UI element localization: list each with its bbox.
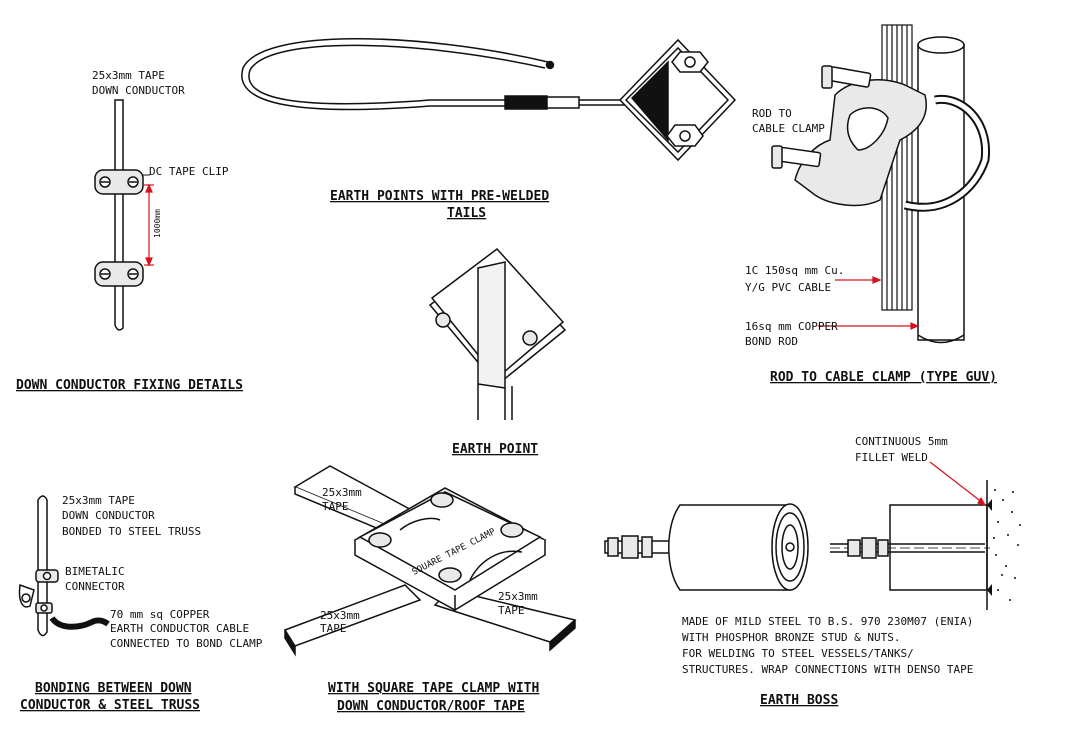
bonding-tape-line2: DOWN CONDUCTOR bbox=[62, 509, 155, 522]
earth-point-title: EARTH POINT bbox=[452, 442, 538, 457]
tape-left-line1: 25x3mm bbox=[320, 609, 360, 622]
clamp-label-line1: ROD TO bbox=[752, 107, 792, 120]
dc-tape-clip-lower bbox=[94, 261, 144, 287]
crimp-sleeve bbox=[504, 95, 625, 110]
earth-points-tails-detail: EARTH POINTS WITH PRE-WELDED TAILS bbox=[241, 38, 737, 221]
boss-note-line2: WITH PHOSPHOR BRONZE STUD & NUTS. bbox=[682, 631, 901, 644]
earth-point-plate-tails bbox=[618, 38, 737, 162]
dimension-line bbox=[144, 183, 154, 267]
clamp-body bbox=[794, 79, 991, 212]
tails-title-line1: EARTH POINTS WITH PRE-WELDED bbox=[330, 189, 549, 204]
tape-right-line2: TAPE bbox=[498, 604, 525, 617]
earth-point-plate bbox=[428, 247, 567, 389]
dimension-label: 1000mm bbox=[153, 209, 162, 238]
bonding-detail: 25x3mm TAPE DOWN CONDUCTOR BONDED TO STE… bbox=[18, 494, 263, 713]
down-conductor-title: DOWN CONDUCTOR FIXING DETAILS bbox=[16, 378, 243, 393]
rod-label-line1: 16sq mm COPPER bbox=[745, 320, 838, 333]
clip-label: DC TAPE CLIP bbox=[149, 165, 229, 178]
boss-note-line1: MADE OF MILD STEEL TO B.S. 970 230M07 (E… bbox=[682, 615, 973, 628]
bond-rod bbox=[917, 36, 965, 344]
bonding-tape-line3: BONDED TO STEEL TRUSS bbox=[62, 525, 201, 538]
tape-top-line2: TAPE bbox=[322, 500, 349, 513]
rod-clamp-detail: ROD TO CABLE CLAMP 1C 150sq mm Cu. Y/G P… bbox=[745, 24, 997, 385]
clamp-bolts bbox=[771, 65, 872, 169]
boss-note-line4: STRUCTURES. WRAP CONNECTIONS WITH DENSO … bbox=[682, 663, 973, 676]
tape-top-line1: 25x3mm bbox=[322, 486, 362, 499]
earth-point-detail: EARTH POINT bbox=[428, 247, 567, 457]
square-clamp-detail: SQUARE TAPE CLAMP 25x3mm TAPE 25x3mm TAP… bbox=[283, 465, 577, 714]
square-clamp-title-line1: WITH SQUARE TAPE CLAMP WITH bbox=[328, 681, 539, 696]
steel-wall bbox=[986, 480, 1021, 610]
down-conductor-detail: 1000mm 25x3mm TAPE DOWN CONDUCTOR DC TAP… bbox=[16, 69, 243, 393]
bimetalic-connector bbox=[18, 569, 59, 614]
dc-tape-clip-upper bbox=[94, 169, 144, 195]
square-clamp-title-line2: DOWN CONDUCTOR/ROOF TAPE bbox=[337, 699, 525, 714]
tape-strip bbox=[114, 99, 124, 331]
copper-cable bbox=[49, 616, 110, 630]
boss-section bbox=[830, 504, 990, 591]
tape-right-line1: 25x3mm bbox=[498, 590, 538, 603]
rod-label-line2: BOND ROD bbox=[745, 335, 798, 348]
cable-label-line1: 1C 150sq mm Cu. bbox=[745, 264, 844, 277]
cable-loop bbox=[241, 38, 555, 111]
tape-label-line1: 25x3mm TAPE bbox=[92, 69, 165, 82]
bond-cable-line2: EARTH CONDUCTOR CABLE bbox=[110, 622, 249, 635]
cable-label-line2: Y/G PVC CABLE bbox=[745, 281, 831, 294]
earth-boss-detail: CONTINUOUS 5mm FILLET WELD MADE OF MILD … bbox=[604, 435, 1021, 708]
tape-label-line2: DOWN CONDUCTOR bbox=[92, 84, 185, 97]
bonding-title-line1: BONDING BETWEEN DOWN bbox=[35, 681, 192, 696]
boss-cylinder bbox=[668, 503, 809, 591]
rod-clamp-title: ROD TO CABLE CLAMP (TYPE GUV) bbox=[770, 370, 997, 385]
leader-arrows bbox=[818, 276, 920, 330]
weld-leader bbox=[929, 461, 987, 506]
boss-stud-side bbox=[604, 535, 671, 559]
bond-cable-line1: 70 mm sq COPPER bbox=[110, 608, 210, 621]
tails-title-line2: TAILS bbox=[447, 206, 486, 221]
clamp-label-line2: CABLE CLAMP bbox=[752, 122, 825, 135]
weld-label-line1: CONTINUOUS 5mm bbox=[855, 435, 948, 448]
bond-cable-line3: CONNECTED TO BOND CLAMP bbox=[110, 637, 263, 650]
weld-label-line2: FILLET WELD bbox=[855, 451, 928, 464]
earth-point-tape bbox=[477, 384, 513, 420]
bimetal-label-line2: CONNECTOR bbox=[65, 580, 125, 593]
bonding-tape bbox=[37, 495, 48, 637]
square-tape-clamp bbox=[353, 487, 547, 611]
bonding-title-line2: CONDUCTOR & STEEL TRUSS bbox=[20, 698, 200, 713]
boss-note-line3: FOR WELDING TO STEEL VESSELS/TANKS/ bbox=[682, 647, 914, 660]
tape-left-line2: TAPE bbox=[320, 622, 347, 635]
bonding-tape-line1: 25x3mm TAPE bbox=[62, 494, 135, 507]
bimetal-label-line1: BIMETALIC bbox=[65, 565, 125, 578]
earth-boss-title: EARTH BOSS bbox=[760, 693, 838, 708]
